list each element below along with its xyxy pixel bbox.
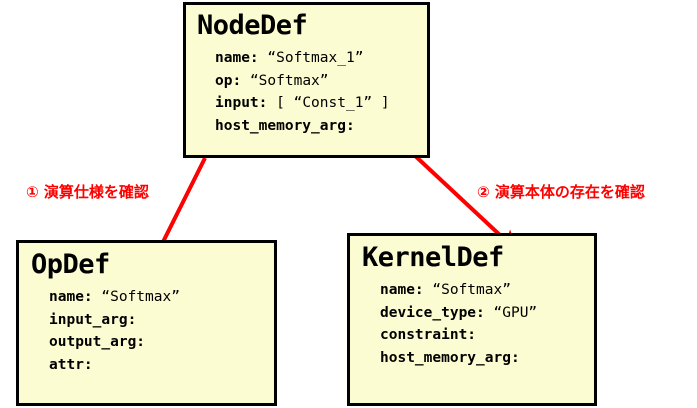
node-def-fields: name: “Softmax_1” op: “Softmax” input: [… bbox=[197, 48, 427, 136]
annotation-step-1: ① 演算仕様を確認 bbox=[26, 183, 149, 201]
field-key: constraint: bbox=[380, 327, 477, 344]
field-row: constraint: bbox=[380, 325, 594, 346]
op-def-fields: name: “Softmax” input_arg: output_arg: a… bbox=[31, 287, 274, 375]
field-value: [ “Const_1” ] bbox=[276, 95, 390, 112]
field-row: attr: bbox=[49, 355, 274, 376]
op-def-box: OpDef name: “Softmax” input_arg: output_… bbox=[16, 240, 277, 406]
field-key: op: bbox=[215, 72, 242, 89]
field-row: device_type: “GPU” bbox=[380, 303, 594, 324]
field-value: “GPU” bbox=[493, 304, 538, 321]
field-row: name: “Softmax” bbox=[380, 280, 594, 301]
field-value: “Softmax” bbox=[101, 289, 180, 305]
annotation-step-2: ② 演算本体の存在を確認 bbox=[477, 183, 645, 201]
field-row: host_memory_arg: bbox=[380, 348, 594, 369]
field-key: output_arg: bbox=[49, 334, 146, 351]
kernel-def-box: KernelDef name: “Softmax” device_type: “… bbox=[347, 233, 597, 406]
field-key: input_arg: bbox=[49, 311, 137, 328]
field-key: attr: bbox=[49, 356, 93, 373]
kernel-def-title: KernelDef bbox=[362, 242, 504, 273]
field-key: name: bbox=[49, 289, 93, 305]
field-row: input_arg: bbox=[49, 310, 274, 331]
field-row: host_memory_arg: bbox=[215, 116, 427, 137]
field-key: name: bbox=[380, 282, 424, 298]
field-value: “Softmax” bbox=[432, 282, 511, 298]
field-key: input: bbox=[215, 95, 268, 112]
field-row: output_arg: bbox=[49, 332, 274, 353]
field-value: “Softmax_1” bbox=[267, 50, 364, 66]
field-row: input: [ “Const_1” ] bbox=[215, 93, 427, 114]
node-def-title: NodeDef bbox=[197, 10, 308, 41]
field-row: name: “Softmax” bbox=[49, 287, 274, 308]
field-key: host_memory_arg: bbox=[215, 117, 355, 134]
field-row: name: “Softmax_1” bbox=[215, 48, 427, 69]
field-value: “Softmax” bbox=[249, 72, 329, 89]
node-def-box: NodeDef name: “Softmax_1” op: “Softmax” … bbox=[183, 2, 430, 158]
field-key: host_memory_arg: bbox=[380, 349, 520, 366]
field-key: device_type: bbox=[380, 304, 485, 321]
kernel-def-fields: name: “Softmax” device_type: “GPU” const… bbox=[362, 280, 594, 368]
field-row: op: “Softmax” bbox=[215, 71, 427, 92]
op-def-title: OpDef bbox=[31, 249, 110, 280]
field-key: name: bbox=[215, 50, 259, 66]
